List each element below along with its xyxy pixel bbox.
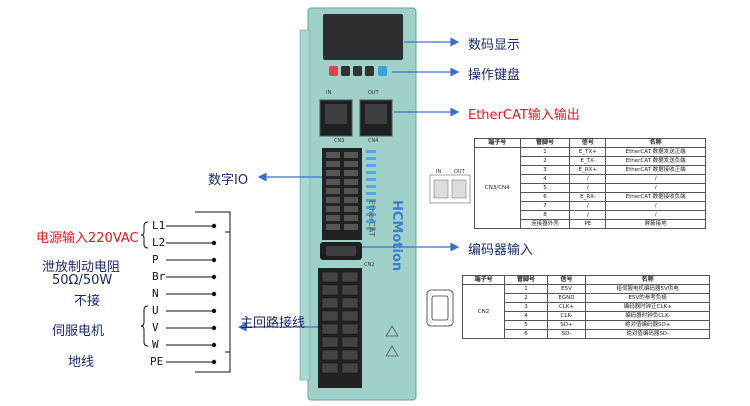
terminal-w: W (152, 338, 159, 351)
cn3-label: CN3 (334, 138, 345, 144)
encoder-connector-icon (426, 289, 454, 327)
brand-text: EtherCAT (367, 200, 376, 237)
col-header: 端子号 (474, 138, 521, 148)
key-down (353, 66, 362, 76)
col-header: 信号 (569, 138, 607, 148)
label-brake-resistor-1: 泄放制动电阻 (42, 260, 121, 275)
label-servo-motor: 伺服电机 (52, 324, 105, 339)
callout-digital-io: 数字IO (208, 173, 249, 188)
key-set (378, 66, 387, 76)
label-brake-resistor-3: 不接 (74, 294, 101, 309)
callout-display: 数码显示 (468, 38, 521, 53)
icon-in-label: IN (436, 169, 442, 175)
terminal-l2: L2 (152, 236, 166, 249)
group-cell: CN2 (461, 284, 506, 339)
terminal-p: P (152, 253, 159, 266)
label-ground: 地线 (68, 355, 95, 370)
col-header: 名称 (585, 275, 710, 285)
callout-encoder: 编码器输入 (468, 243, 534, 258)
digital-display (323, 14, 403, 60)
col-header: 管脚号 (519, 138, 571, 148)
callout-main-circuit: 主回路接线 (240, 316, 306, 331)
col-header: 信号 (546, 275, 587, 285)
drive-side-panel (299, 29, 311, 381)
terminal-wiring (166, 211, 231, 373)
label-brake-resistor-2: 50Ω/50W (52, 273, 113, 288)
group-cell: CN3/CN4 (474, 147, 521, 229)
terminal-n: N (152, 287, 159, 300)
terminal-pe: PE (150, 355, 164, 368)
col-header: 名称 (605, 138, 706, 148)
port-in-label: IN (326, 90, 332, 96)
col-header: 端子号 (461, 275, 506, 285)
terminal-br: Br (152, 270, 166, 283)
col-header: 管脚号 (504, 275, 548, 285)
terminal-l1: L1 (152, 219, 166, 232)
key-shift (365, 66, 374, 76)
logo-text: HCMotion (389, 200, 404, 272)
callout-keypad: 操作键盘 (468, 68, 521, 83)
port-out-label: OUT (368, 90, 379, 96)
cn2-label: CN2 (364, 262, 375, 268)
terminal-u: U (152, 304, 159, 317)
terminal-v: V (152, 321, 159, 334)
key-mode (329, 66, 338, 76)
key-up (341, 66, 350, 76)
icon-out-label: OUT (454, 169, 465, 175)
rj45-connector-icon (429, 174, 471, 204)
cn4-label: CN4 (368, 138, 379, 144)
callout-ethercat: EtherCAT输入输出 (468, 108, 580, 123)
label-power-input: 电源输入220VAC (36, 231, 139, 246)
